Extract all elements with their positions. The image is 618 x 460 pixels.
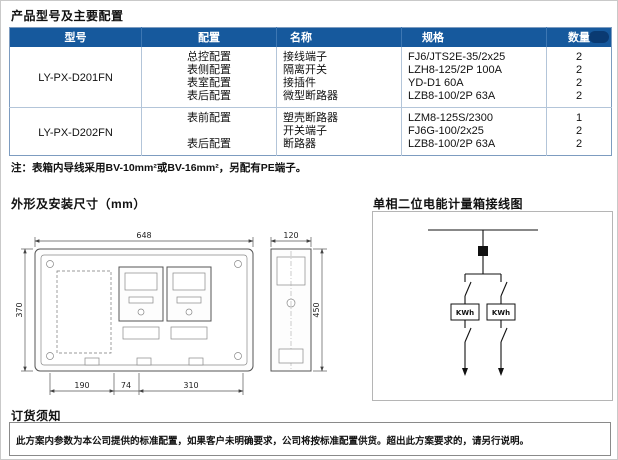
dimension-drawing: 648 370 190 74 310 120 450 bbox=[15, 231, 327, 395]
outgoing-arrow bbox=[498, 368, 504, 376]
cell-name: 隔离开关 bbox=[276, 63, 402, 77]
dimension-lines bbox=[21, 237, 327, 395]
kwh-meter-label: KWh bbox=[492, 309, 510, 317]
dim-front-width: 648 bbox=[136, 231, 151, 240]
cell-spec: LZB8-100/2P 63A bbox=[401, 137, 547, 155]
cell-spec: FJ6/JTS2E-35/2x25 bbox=[401, 46, 547, 64]
cell-spec: LZM8-125S/2300 bbox=[401, 106, 547, 125]
cell-name: 接插件 bbox=[276, 76, 402, 90]
wiring-diagram: KWh KWh bbox=[428, 229, 538, 376]
cell-name: 开关端子 bbox=[276, 124, 402, 138]
col-header-model: 型号 bbox=[9, 27, 142, 47]
table-row: LY-PX-D202FN 表前配置 塑壳断路器 LZM8-125S/2300 1 bbox=[9, 106, 612, 155]
cell-spec: LZB8-100/2P 63A bbox=[401, 89, 547, 107]
cell-config: 总控配置 bbox=[141, 46, 277, 64]
side-view-drawing bbox=[270, 248, 312, 372]
cell-model: LY-PX-D202FN bbox=[9, 106, 142, 155]
cell-config: 表前配置 bbox=[141, 106, 277, 125]
cell-model: LY-PX-D201FN bbox=[38, 72, 113, 84]
dim-side-height: 450 bbox=[312, 302, 321, 317]
header-decoration-pill bbox=[589, 31, 609, 43]
cell-qty: 2 bbox=[546, 63, 612, 77]
table-header-row: 型号 配置 名称 规格 数量 bbox=[9, 27, 612, 47]
dim-bottom-mid: 74 bbox=[121, 381, 131, 390]
dim-side-width: 120 bbox=[283, 231, 298, 240]
cell-config: 表后配置 bbox=[141, 89, 277, 107]
dim-bottom-right: 310 bbox=[183, 381, 198, 390]
table-row: 表后配置 微型断路器 LZB8-100/2P 63A 2 bbox=[10, 89, 612, 107]
cell-qty: 2 bbox=[546, 89, 612, 107]
table-row: 表室配置 接插件 YD-D1 60A 2 bbox=[10, 76, 612, 90]
cell-qty: 2 bbox=[546, 137, 612, 155]
page-title: 产品型号及主要配置 bbox=[11, 9, 124, 23]
dimensions-section-title: 外形及安装尺寸（mm） bbox=[11, 197, 146, 211]
cell-name: 接线端子 bbox=[276, 46, 402, 64]
col-header-spec: 规格 bbox=[401, 27, 547, 47]
kwh-meter-label: KWh bbox=[456, 309, 474, 317]
wiring-section-title: 单相二位电能计量箱接线图 bbox=[373, 197, 524, 211]
config-table: 型号 配置 名称 规格 数量 LY-PX-D201FN 总控配置 接线端子 FJ… bbox=[9, 27, 612, 156]
cell-config: 表侧配置 bbox=[141, 63, 277, 77]
dim-bottom-left: 190 bbox=[74, 381, 89, 390]
table-row: 开关端子 FJ6G-100/2x25 2 bbox=[10, 124, 612, 138]
cell-name: 微型断路器 bbox=[276, 89, 402, 107]
col-header-config: 配置 bbox=[141, 27, 277, 47]
cell-spec: FJ6G-100/2x25 bbox=[401, 124, 547, 138]
cell-qty: 1 bbox=[546, 106, 612, 125]
ordering-section-title: 订货须知 bbox=[11, 409, 62, 423]
cell-config: 表后配置 bbox=[141, 137, 277, 155]
cell-config bbox=[141, 124, 277, 138]
cell-name: 断路器 bbox=[276, 137, 402, 155]
cell-qty: 2 bbox=[546, 124, 612, 138]
table-note: 注：表箱内导线采用BV-10mm²或BV-16mm²，另配有PE端子。 bbox=[11, 162, 307, 174]
cell-qty: 2 bbox=[546, 76, 612, 90]
ordering-text: 此方案内参数为本公司提供的标准配置，如果客户未明确要求，公司将按标准配置供货。超… bbox=[16, 436, 530, 447]
cell-name: 塑壳断路器 bbox=[276, 106, 402, 125]
ordering-info-box: 此方案内参数为本公司提供的标准配置，如果客户未明确要求，公司将按标准配置供货。超… bbox=[9, 422, 611, 456]
dim-front-height: 370 bbox=[15, 302, 24, 317]
main-breaker-symbol bbox=[478, 246, 488, 256]
cell-spec: YD-D1 60A bbox=[401, 76, 547, 90]
cell-spec: LZH8-125/2P 100A bbox=[401, 63, 547, 77]
wiring-diagram-panel: KWh KWh bbox=[372, 211, 613, 401]
cell-qty: 2 bbox=[546, 46, 612, 64]
table-row: 表后配置 断路器 LZB8-100/2P 63A 2 bbox=[10, 137, 612, 155]
wiring-circuit bbox=[428, 229, 538, 376]
col-header-name: 名称 bbox=[276, 27, 402, 47]
outgoing-arrow bbox=[462, 368, 468, 376]
front-view-drawing bbox=[34, 248, 254, 372]
cell-config: 表室配置 bbox=[141, 76, 277, 90]
table-row: 表侧配置 隔离开关 LZH8-125/2P 100A 2 bbox=[10, 63, 612, 77]
table-row: LY-PX-D201FN 总控配置 接线端子 FJ6/JTS2E-35/2x25… bbox=[10, 46, 612, 84]
